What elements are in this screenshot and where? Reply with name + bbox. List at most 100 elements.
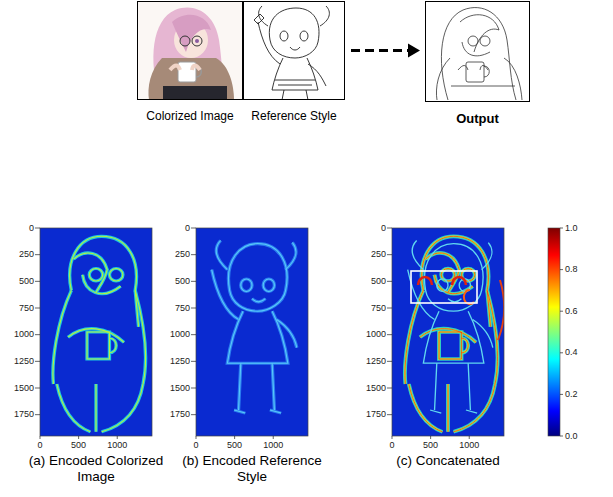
illustration-shape xyxy=(464,290,474,304)
axis-tick xyxy=(35,361,40,362)
axis-label: 250 xyxy=(371,249,386,260)
colorbar-label: 0.2 xyxy=(565,389,578,400)
illustration-shape xyxy=(40,228,152,436)
axis-tick xyxy=(191,361,196,362)
illustration-shape xyxy=(480,36,490,46)
illustration-shape xyxy=(280,31,308,41)
colorbar xyxy=(548,228,560,436)
illustration-shape xyxy=(153,8,228,100)
illustration-shape xyxy=(411,271,477,303)
axis-label: 500 xyxy=(175,276,190,287)
heatmap-b xyxy=(196,228,308,436)
axis-tick xyxy=(560,269,563,270)
axis-label: 500 xyxy=(19,276,34,287)
axis-tick xyxy=(560,228,563,229)
axis-tick xyxy=(196,436,197,439)
illustration-shape xyxy=(466,62,484,82)
axis-label: 750 xyxy=(175,303,190,314)
illustration-shape xyxy=(275,80,315,85)
image-panel: Colorized Image xyxy=(137,1,243,100)
axis-tick xyxy=(387,254,392,255)
axis-label: 0 xyxy=(381,223,386,234)
axis-tick xyxy=(35,414,40,415)
heatmap-plot: (b) Encoded Reference Style xyxy=(196,228,308,436)
axis-tick xyxy=(35,281,40,282)
axis-label: 0 xyxy=(29,223,34,234)
illustration-shape xyxy=(196,228,308,436)
illustration-shape xyxy=(192,36,202,46)
illustration-shape xyxy=(408,240,493,413)
illustration-shape xyxy=(458,66,488,71)
axis-tick xyxy=(387,308,392,309)
illustration-shape xyxy=(460,15,499,52)
axis-label: 500 xyxy=(71,440,86,451)
illustration-shape xyxy=(196,228,308,436)
illustration-shape xyxy=(180,36,190,46)
axis-label: 1250 xyxy=(366,356,386,367)
axis-label: 1750 xyxy=(170,409,190,420)
axis-tick xyxy=(35,334,40,335)
panel-label: Reference Style xyxy=(214,109,374,124)
axis-tick xyxy=(117,436,118,439)
arrow-head xyxy=(408,44,420,58)
axis-tick xyxy=(234,436,235,439)
illustration-shape xyxy=(405,236,498,432)
tick-marks xyxy=(35,228,563,439)
illustration-shape xyxy=(163,86,227,100)
illustration-shape xyxy=(137,1,243,100)
colorbar-label: 1.0 xyxy=(565,223,578,234)
axis-tick xyxy=(387,334,392,335)
axis-tick xyxy=(40,436,41,439)
axis-tick xyxy=(392,436,393,439)
axis-tick xyxy=(35,308,40,309)
illustration-shape xyxy=(195,39,199,43)
axis-tick xyxy=(191,414,196,415)
axis-label: 0 xyxy=(193,440,198,451)
axis-label: 1000 xyxy=(263,440,283,451)
axis-tick xyxy=(387,228,392,229)
axis-tick xyxy=(35,254,40,255)
illustration-shape xyxy=(290,47,300,50)
axis-label: 0 xyxy=(37,440,42,451)
axis-tick xyxy=(387,414,392,415)
illustration-shape xyxy=(418,277,466,285)
axis-tick xyxy=(35,388,40,389)
axis-tick xyxy=(560,352,563,353)
axis-label: 500 xyxy=(227,440,242,451)
dashed-arrow xyxy=(351,44,420,58)
illustration-shape xyxy=(468,36,478,46)
heatmap-plot: (a) Encoded Colorized Image xyxy=(40,228,152,436)
axis-tick xyxy=(191,388,196,389)
axis-label: 0 xyxy=(185,223,190,234)
arrow-shaft xyxy=(351,49,408,52)
axis-tick xyxy=(191,228,196,229)
illustration-shape xyxy=(392,228,504,436)
axis-tick xyxy=(430,436,431,439)
axis-tick xyxy=(387,388,392,389)
illustration-shape xyxy=(405,236,498,432)
axis-label: 1000 xyxy=(459,440,479,451)
axis-tick xyxy=(469,436,470,439)
axis-label: 1250 xyxy=(170,356,190,367)
axis-label: 1000 xyxy=(14,329,34,340)
illustration-shape xyxy=(405,236,498,432)
heatmap-plot: (c) Concatenated xyxy=(392,228,504,436)
illustration-shape xyxy=(172,15,211,52)
heatmap-a xyxy=(40,228,152,436)
illustration-shape xyxy=(53,236,146,432)
axis-label: 750 xyxy=(19,303,34,314)
illustration-shape xyxy=(282,90,308,100)
illustration-shape xyxy=(243,1,345,100)
axis-tick xyxy=(560,436,563,437)
axis-tick xyxy=(191,308,196,309)
illustration-shape xyxy=(40,228,152,436)
plot-caption: (a) Encoded Colorized Image xyxy=(21,453,171,485)
output-lineart xyxy=(425,1,530,102)
axis-label: 1500 xyxy=(366,383,386,394)
axis-label: 1500 xyxy=(14,383,34,394)
plot-caption: (b) Encoded Reference Style xyxy=(177,453,327,485)
panel-label: Colorized Image xyxy=(110,109,270,124)
illustration-shape xyxy=(425,1,530,102)
axis-tick xyxy=(35,228,40,229)
